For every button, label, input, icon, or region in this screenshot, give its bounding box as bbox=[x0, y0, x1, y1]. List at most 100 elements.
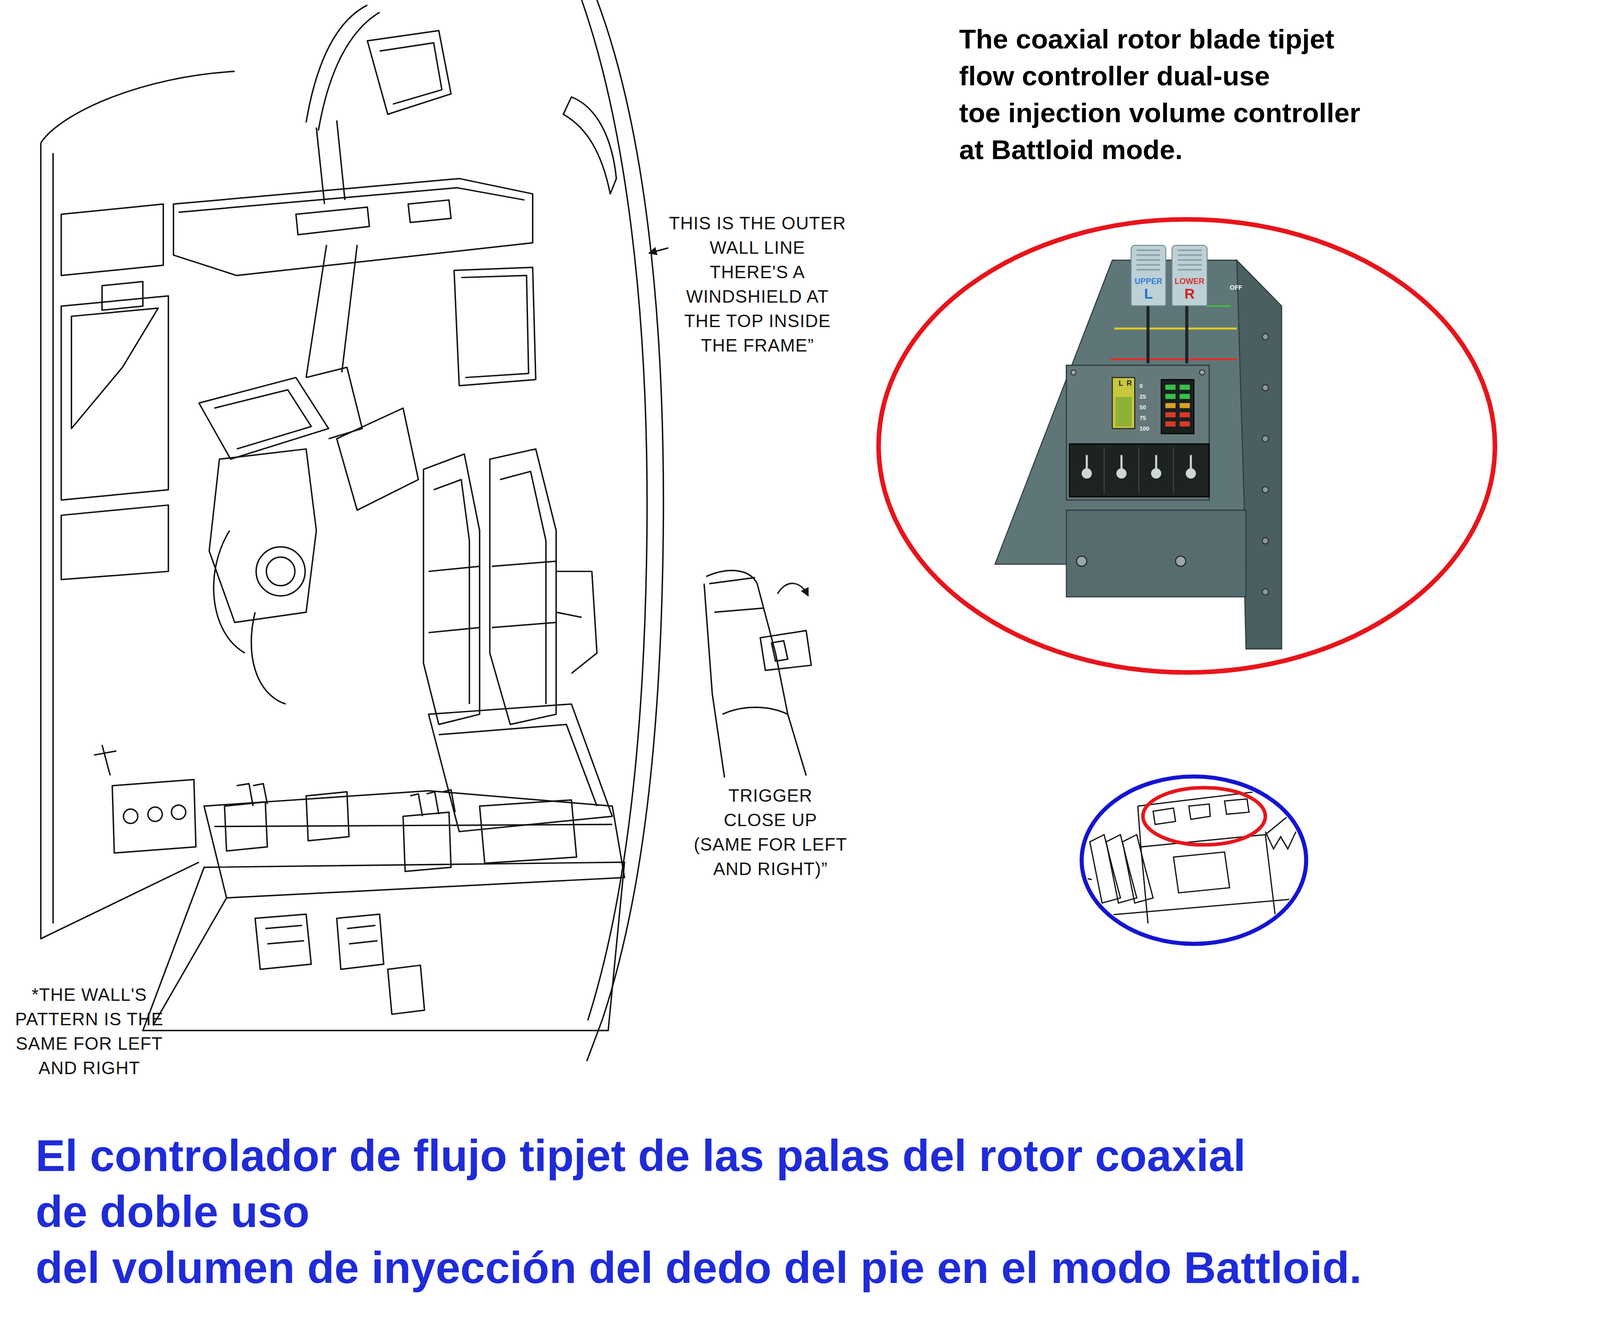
note-text: *THE WALL'S PATTERN IS THE SAME FOR LEFT… bbox=[15, 982, 164, 1081]
crop-highlight-ellipse bbox=[1143, 788, 1266, 846]
cockpit-line-art bbox=[379, 42, 442, 104]
cockpit-line-art bbox=[706, 570, 807, 776]
cockpit-line-art bbox=[214, 824, 612, 827]
cockpit-line-art bbox=[454, 267, 536, 386]
crop-line-art bbox=[1122, 834, 1154, 904]
cockpit-line-art bbox=[71, 308, 159, 429]
cockpit-line-art bbox=[214, 389, 312, 449]
controller-panel bbox=[1165, 384, 1190, 427]
controller-panel bbox=[1152, 469, 1160, 478]
crop-ellipse bbox=[1081, 776, 1307, 944]
cockpit-line-art bbox=[123, 809, 138, 824]
cockpit-line-art bbox=[40, 142, 200, 939]
cockpit-line-art bbox=[760, 630, 812, 671]
controller-panel bbox=[1206, 305, 1231, 307]
caption-text: El controlador de flujo tipjet de las pa… bbox=[35, 1127, 1362, 1296]
cockpit-line-art bbox=[423, 454, 480, 725]
cockpit-line-art bbox=[209, 448, 317, 623]
gauge-label: L bbox=[1118, 379, 1124, 388]
cockpit-line-art bbox=[367, 30, 452, 115]
controller-panel bbox=[1161, 379, 1194, 434]
cockpit-line-art bbox=[40, 71, 235, 144]
controller-panel bbox=[1076, 556, 1087, 567]
crop-line-art bbox=[1265, 831, 1296, 849]
crop-line-art bbox=[1188, 804, 1211, 820]
cockpit-line-art bbox=[199, 377, 329, 460]
cockpit-line-art bbox=[403, 812, 452, 872]
controller-panel bbox=[1165, 403, 1176, 408]
cockpit-line-art bbox=[479, 800, 577, 864]
controller-panel bbox=[1186, 469, 1195, 478]
cockpit-line-art bbox=[255, 914, 312, 970]
controller-panel bbox=[1115, 396, 1132, 427]
cockpit-line-art bbox=[563, 96, 616, 194]
controller-panel bbox=[1165, 421, 1176, 427]
cockpit-line-art bbox=[266, 557, 295, 586]
scale-number: 0 bbox=[1139, 382, 1143, 390]
lever-label: UPPER bbox=[1134, 277, 1163, 287]
controller-panel bbox=[995, 260, 1282, 649]
cockpit-line-art bbox=[410, 789, 456, 817]
crop-line-art bbox=[1137, 806, 1294, 848]
cockpit-line-art bbox=[387, 965, 425, 1015]
controller-panel bbox=[1262, 588, 1269, 596]
cockpit-line-art bbox=[306, 244, 358, 378]
controller-panel bbox=[1110, 358, 1237, 361]
scale-number: 100 bbox=[1139, 425, 1150, 432]
cockpit-line-art bbox=[171, 805, 186, 820]
controller-panel bbox=[1066, 365, 1209, 500]
cockpit-line-art bbox=[336, 914, 384, 970]
note-text: THIS IS THE OUTER WALL LINE THERE'S A WI… bbox=[668, 211, 847, 358]
cockpit-line-art bbox=[213, 530, 286, 704]
controller-panel bbox=[1117, 469, 1126, 478]
cockpit-line-art bbox=[408, 200, 451, 223]
controller-panel bbox=[1262, 384, 1269, 392]
scale-number: 75 bbox=[1139, 414, 1146, 422]
cockpit-line-art bbox=[581, 0, 648, 1021]
cockpit-line-art bbox=[256, 547, 305, 596]
cockpit-line-art bbox=[61, 204, 164, 276]
cockpit-line-art bbox=[336, 408, 419, 511]
controller-panel bbox=[1179, 393, 1190, 399]
cockpit-line-art bbox=[112, 779, 196, 853]
cockpit-line-art bbox=[224, 802, 268, 852]
cockpit-line-art bbox=[722, 707, 788, 715]
cockpit-line-art bbox=[306, 367, 363, 440]
cockpit-line-art bbox=[433, 479, 470, 704]
scale-number: 25 bbox=[1139, 393, 1146, 400]
cockpit-line-art bbox=[777, 583, 809, 596]
controller-panel bbox=[1262, 333, 1269, 340]
controller-panel bbox=[1179, 384, 1190, 390]
controller-panel bbox=[1179, 403, 1190, 408]
controller-panel bbox=[1071, 369, 1205, 375]
cockpit-line-art bbox=[61, 296, 169, 500]
cockpit-line-art bbox=[152, 897, 227, 1026]
cockpit-line-art bbox=[265, 925, 378, 944]
lever-label: LOWER bbox=[1174, 277, 1205, 287]
controller-panel bbox=[1179, 412, 1190, 418]
lever-head: LOWERR bbox=[1171, 244, 1208, 307]
cockpit-line-art bbox=[306, 792, 349, 841]
gauge-label: R bbox=[1126, 379, 1132, 388]
cockpit-line-art bbox=[461, 275, 529, 378]
controller-panel bbox=[1104, 447, 1174, 495]
cockpit-line-art bbox=[40, 0, 812, 1062]
cockpit-line-art bbox=[306, 4, 368, 123]
cockpit-line-art bbox=[500, 471, 546, 704]
cockpit-line-art bbox=[236, 783, 268, 807]
controller-panel bbox=[1262, 537, 1269, 544]
cockpit-line-art bbox=[142, 862, 625, 1031]
cockpit-line-art bbox=[102, 281, 144, 311]
cockpit-line-art bbox=[489, 448, 556, 725]
controller-panel bbox=[1066, 510, 1246, 597]
controller-panel bbox=[1069, 444, 1210, 497]
cockpit-line-art bbox=[704, 583, 725, 778]
controller-panel bbox=[1262, 333, 1269, 596]
crop-line-art bbox=[1152, 808, 1176, 825]
lever-letter: L bbox=[1144, 286, 1153, 302]
cockpit-line-art bbox=[204, 790, 625, 898]
crop-line-art bbox=[1224, 799, 1249, 815]
cockpit-line-art bbox=[93, 744, 117, 776]
cockpit-line-art bbox=[556, 571, 597, 674]
cockpit-line-art bbox=[318, 12, 380, 131]
